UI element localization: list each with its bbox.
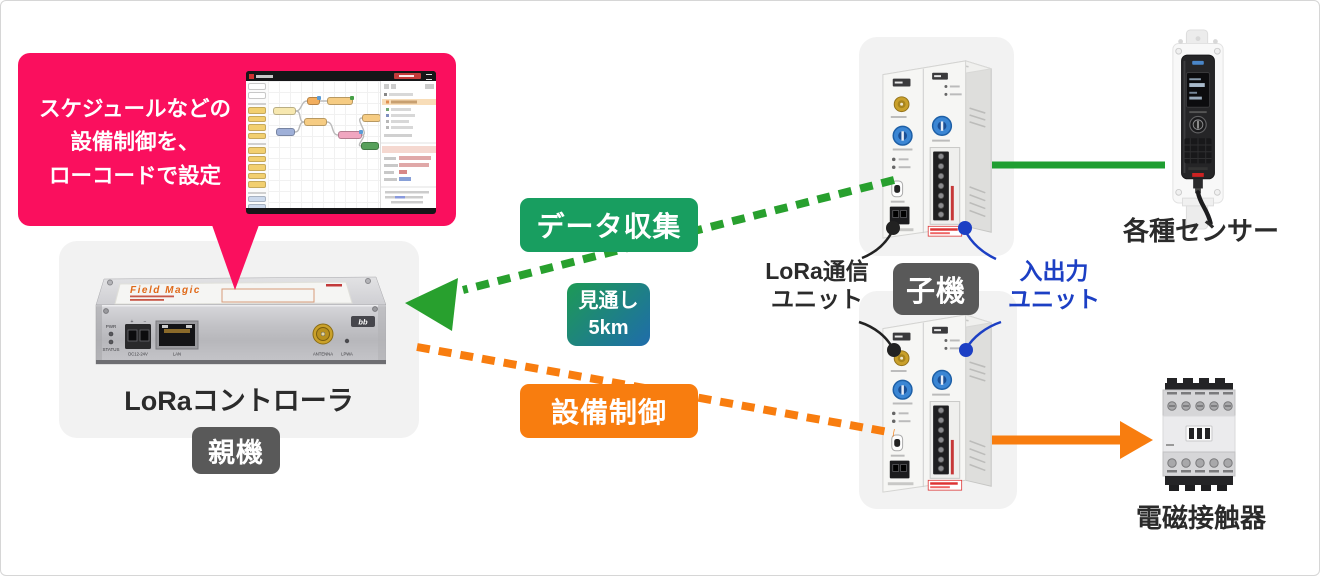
svg-text:−: −: [144, 319, 147, 325]
flow-node: [327, 96, 354, 105]
maker-logo: bb: [358, 318, 368, 327]
child-unit-image-bottom: [882, 314, 993, 493]
line-of-sight-distance: 5km: [588, 316, 629, 339]
node-status-dot: [359, 130, 363, 134]
pwr-label: PWR: [106, 324, 117, 329]
power-label: DC12-24V: [128, 352, 148, 357]
contactor-arrowhead: [1120, 421, 1153, 459]
lora-unit-label: LoRa通信 ユニット: [765, 258, 869, 313]
editor-body: [246, 81, 436, 208]
palette-node-pill: [248, 181, 266, 188]
palette-node-pill: [248, 107, 266, 114]
palette-button: [248, 83, 266, 90]
flow-wires: [294, 100, 365, 147]
flow-node: [338, 130, 363, 139]
node-status-dot: [350, 96, 354, 100]
flow-node: [273, 107, 296, 115]
palette-section-label: [248, 103, 266, 105]
svg-text:+: +: [131, 319, 134, 325]
callout-bubble: スケジュールなどの 設備制御を、 ローコードで設定: [18, 53, 456, 226]
palette-node-pill: [248, 155, 266, 162]
sensor-image: [1172, 29, 1224, 230]
menu-icon: [426, 74, 432, 80]
deploy-button: [394, 73, 421, 79]
editor-canvas-nodes: [268, 81, 381, 208]
parent-device-label: LoRaコントローラ: [124, 386, 354, 416]
palette-node-pill: [248, 115, 266, 122]
palette-button: [248, 92, 266, 99]
editor-logo-text: [256, 75, 273, 78]
palette-node-pill: [248, 164, 266, 171]
io-unit-label: 入出力 ユニット: [1008, 258, 1100, 313]
parent-badge: 親機: [192, 427, 280, 474]
sensor-label: 各種センサー: [1122, 216, 1279, 246]
palette-node-pill: [248, 172, 266, 179]
antenna-label: ANTENNA: [313, 352, 333, 357]
child-unit-image-top: [882, 60, 993, 239]
lpwa-label: LPWA: [341, 352, 353, 357]
contactor-image: [1162, 378, 1236, 491]
flow-node: [361, 142, 379, 150]
callout-tail: [212, 225, 259, 290]
flow-node: [304, 118, 327, 126]
child-badge: 子機: [893, 263, 979, 315]
lan-label: LAN: [173, 352, 181, 357]
equipment-control-badge: 設備制御: [520, 384, 698, 438]
palette-node-pill: [248, 204, 266, 208]
callout-text: スケジュールなどの 設備制御を、 ローコードで設定: [39, 97, 231, 188]
palette-section-label: [248, 191, 266, 194]
palette-node-pill: [248, 147, 266, 154]
flow-node: [362, 114, 381, 122]
flow-editor-screenshot: [246, 71, 436, 214]
status-label: STATUS: [102, 347, 119, 352]
flow-node: [276, 128, 295, 136]
data-collection-badge: データ収集: [520, 198, 698, 252]
palette-node-pill: [248, 195, 266, 202]
palette-section-label: [248, 143, 266, 145]
flow-node: [307, 96, 321, 105]
palette-node-pill: [248, 124, 266, 131]
brand-text: Field Magic: [130, 285, 201, 296]
editor-header: [246, 71, 436, 81]
line-of-sight-badge: 見通し 5km: [567, 283, 650, 346]
contactor-label: 電磁接触器: [1135, 503, 1266, 533]
editor-sidebar: [380, 81, 436, 208]
palette-node-pill: [248, 132, 266, 139]
line-of-sight-text: 見通し: [578, 289, 639, 312]
editor-logo-icon: [249, 73, 254, 79]
lora-controller-image: Field Magic PWR STATUS + − DC12-24V LAN …: [95, 276, 386, 365]
editor-palette-groups: [246, 81, 269, 208]
node-status-dot: [317, 96, 321, 100]
